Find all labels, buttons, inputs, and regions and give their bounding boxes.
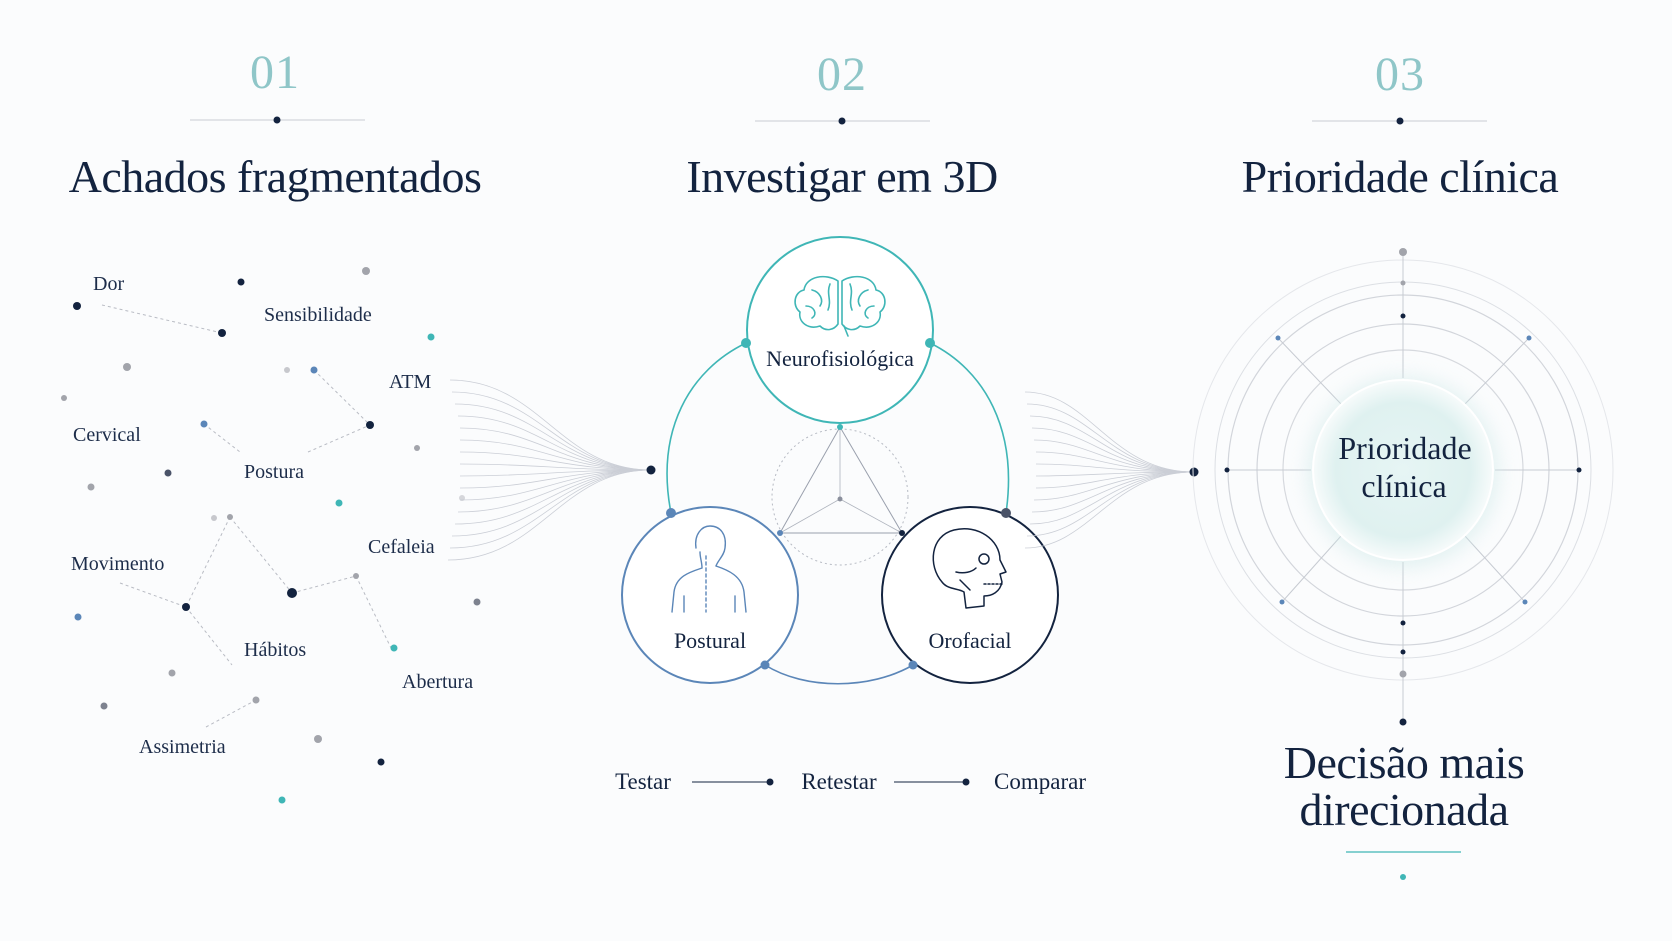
decision-line1: Decisão mais bbox=[1284, 737, 1525, 788]
flow-right-endpoint bbox=[1189, 467, 1199, 477]
arc-neuro-orofacial bbox=[929, 342, 1010, 514]
orofacial-label: Orofacial bbox=[928, 628, 1011, 653]
finding-label-cervical: Cervical bbox=[73, 424, 141, 446]
process-testar: Testar bbox=[615, 769, 671, 794]
triangle-dotted-ring bbox=[771, 428, 909, 566]
triangle-center bbox=[837, 496, 843, 502]
finding-label-sensibilidade: Sensibilidade bbox=[264, 304, 372, 326]
finding-label-cefaleia: Cefaleia bbox=[368, 536, 435, 558]
triangle-vertex-right bbox=[899, 530, 905, 536]
priority-core bbox=[1312, 379, 1494, 561]
brain-icon bbox=[794, 275, 886, 337]
step-1-title: Achados fragmentados bbox=[69, 151, 482, 202]
step-3-rule-dot bbox=[1396, 117, 1404, 125]
skull-icon bbox=[932, 528, 1007, 609]
postural-circle: Postural bbox=[621, 506, 799, 684]
node-postural-top bbox=[666, 508, 676, 518]
process-retestar: Retestar bbox=[801, 769, 877, 794]
finding-label-postura: Postura bbox=[244, 461, 304, 483]
decision-rule-dot bbox=[1400, 874, 1406, 880]
priority-label-line1: Prioridade bbox=[1338, 430, 1471, 466]
node-postural-bottom bbox=[760, 660, 770, 670]
neuro-circle: Neurofisiológica bbox=[746, 236, 934, 424]
decision-block: Decisão mais direcionada bbox=[1284, 737, 1525, 880]
arc-neuro-postural bbox=[666, 342, 747, 514]
node-orofacial-bottom bbox=[908, 660, 918, 670]
process-arrow-1-dot bbox=[766, 778, 774, 786]
priority-radar: Prioridade clínica bbox=[1192, 248, 1614, 726]
triangle-vertex-top bbox=[837, 424, 843, 430]
step-2-header: 02 Investigar em 3D bbox=[686, 48, 998, 202]
radar-nodes bbox=[1224, 248, 1582, 726]
step-2-title: Investigar em 3D bbox=[686, 151, 997, 202]
finding-label-atm: ATM bbox=[389, 371, 431, 393]
node-neuro-left bbox=[741, 338, 751, 348]
converging-flow-left bbox=[447, 379, 652, 561]
priority-label-line2: clínica bbox=[1361, 468, 1446, 504]
decision-line2: direcionada bbox=[1299, 784, 1508, 835]
process-row: Testar Retestar Comparar bbox=[615, 769, 1086, 794]
flow-left-endpoint bbox=[646, 465, 656, 475]
finding-connectors bbox=[101, 304, 393, 728]
arc-postural-orofacial bbox=[764, 664, 914, 685]
node-neuro-right bbox=[925, 338, 935, 348]
converging-flow-right bbox=[1024, 391, 1195, 549]
triangle-spoke-left bbox=[779, 498, 841, 534]
step-1-header: 01 Achados fragmentados bbox=[69, 46, 482, 202]
step-3-title: Prioridade clínica bbox=[1242, 151, 1559, 202]
three-dimension-diagram: Neurofisiológica Postural bbox=[621, 236, 1059, 685]
finding-label-assimetria: Assimetria bbox=[139, 736, 226, 758]
postural-label: Postural bbox=[674, 628, 746, 653]
orofacial-circle: Orofacial bbox=[881, 506, 1059, 684]
finding-label-habitos: Hábitos bbox=[244, 639, 306, 661]
finding-label-abertura: Abertura bbox=[402, 671, 473, 693]
step-2-rule-dot bbox=[838, 117, 846, 125]
spine-body-icon bbox=[671, 525, 747, 613]
center-triangle bbox=[779, 425, 903, 534]
process-arrow-2-dot bbox=[962, 778, 970, 786]
finding-label-dor: Dor bbox=[93, 273, 124, 295]
step-1-number: 01 bbox=[250, 46, 300, 99]
finding-label-movimento: Movimento bbox=[71, 553, 164, 575]
neuro-label: Neurofisiológica bbox=[766, 346, 914, 371]
step-3-number: 03 bbox=[1375, 48, 1425, 101]
finding-dots bbox=[61, 267, 481, 804]
triangle-vertex-left bbox=[777, 530, 783, 536]
fragmented-findings-panel: Dor Sensibilidade ATM Cervical Postura C… bbox=[61, 267, 481, 804]
step-3-header: 03 Prioridade clínica bbox=[1242, 48, 1559, 202]
step-2-number: 02 bbox=[817, 48, 867, 101]
triangle-spoke-right bbox=[839, 498, 903, 534]
step-1-rule-dot bbox=[273, 116, 281, 124]
node-orofacial-top bbox=[1001, 508, 1011, 518]
process-comparar: Comparar bbox=[994, 769, 1086, 794]
